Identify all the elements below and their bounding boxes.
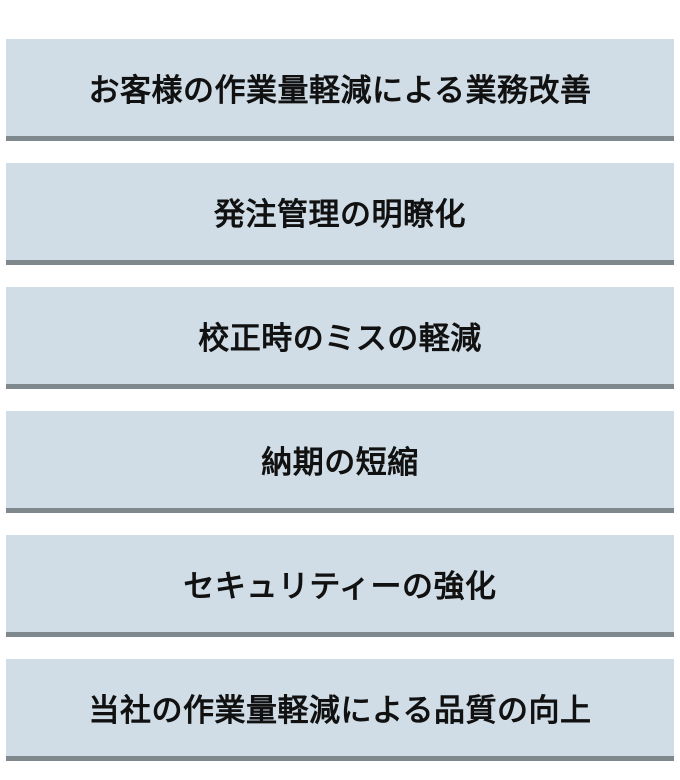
benefit-item-order-management: 発注管理の明瞭化 (6, 163, 674, 265)
benefit-item-security: セキュリティーの強化 (6, 535, 674, 637)
benefit-item-label: お客様の作業量軽減による業務改善 (88, 73, 592, 109)
benefit-item-label: 納期の短縮 (261, 445, 419, 481)
benefit-item-label: 校正時のミスの軽減 (198, 321, 482, 357)
benefit-item-quality-improvement: 当社の作業量軽減による品質の向上 (6, 659, 674, 761)
benefit-item-label: セキュリティーの強化 (183, 569, 497, 605)
benefit-item-delivery-time: 納期の短縮 (6, 411, 674, 513)
benefit-item-label: 当社の作業量軽減による品質の向上 (88, 693, 592, 729)
benefit-item-label: 発注管理の明瞭化 (214, 197, 466, 233)
benefit-item-workload-reduction: お客様の作業量軽減による業務改善 (6, 39, 674, 141)
benefit-item-proofing-errors: 校正時のミスの軽減 (6, 287, 674, 389)
